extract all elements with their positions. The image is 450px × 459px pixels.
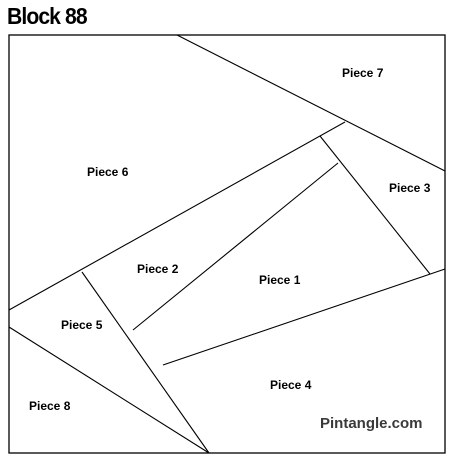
piece-1-label: Piece 1	[259, 273, 301, 287]
seam-piece4-upper	[162, 268, 446, 366]
piece-4-label: Piece 4	[270, 378, 312, 392]
piece-6-label: Piece 6	[87, 165, 129, 179]
piece-2-label: Piece 2	[137, 262, 179, 276]
piece-8-label: Piece 8	[29, 399, 71, 413]
block-title: Block 88	[7, 3, 88, 29]
piece-3-label: Piece 3	[389, 181, 431, 195]
piece-5-label: Piece 5	[61, 318, 103, 332]
seam-piece1-upper	[132, 162, 339, 331]
block-border	[8, 34, 446, 454]
seam-piece6-lower	[8, 121, 346, 311]
seam-piece7-piece6	[176, 34, 446, 172]
piece-7-label: Piece 7	[342, 66, 384, 80]
seam-piece3-left	[319, 135, 431, 275]
seam-piece5-right	[81, 271, 210, 454]
watermark-text: Pintangle.com	[320, 415, 423, 432]
seam-piece8-upper	[8, 326, 210, 454]
